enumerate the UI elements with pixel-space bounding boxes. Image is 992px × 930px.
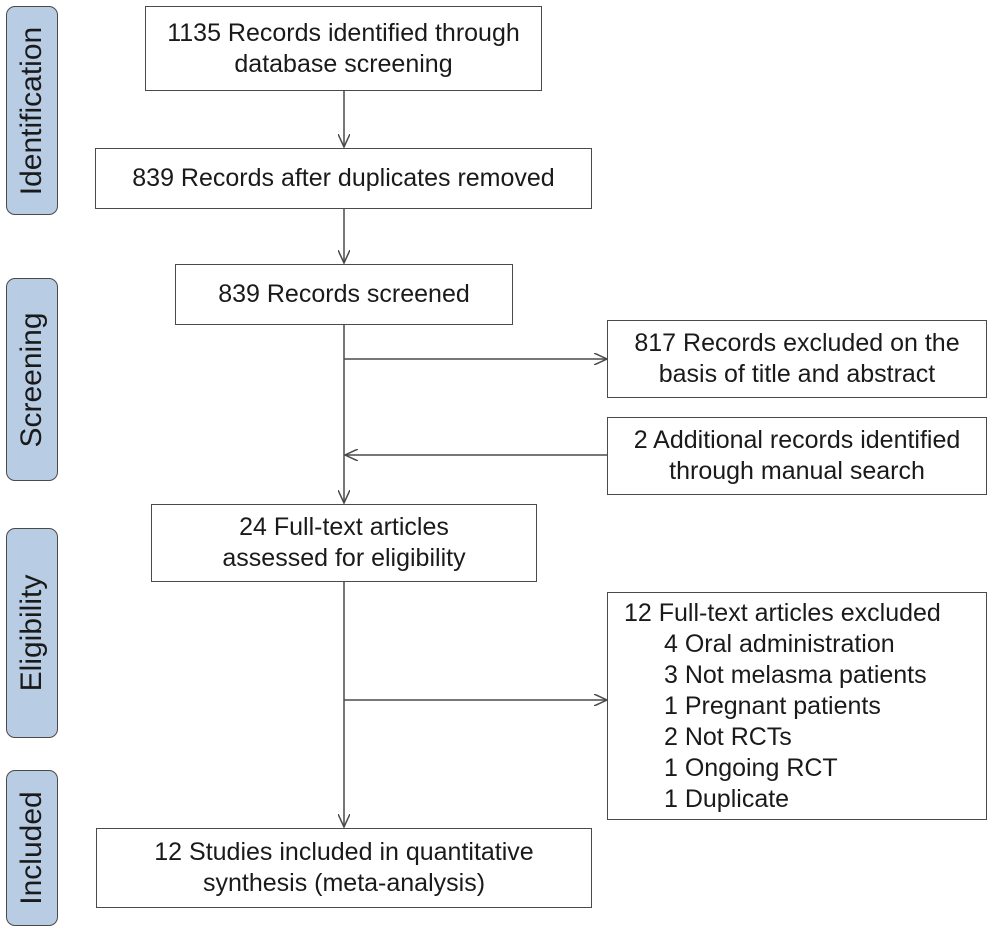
exclusion-reason: 1 Duplicate <box>664 784 790 813</box>
box-line: assessed for eligibility <box>222 544 466 572</box>
box-additional-records: 2 Additional records identified through … <box>607 417 987 495</box>
excluded-heading: 12 Full-text articles excluded <box>624 598 941 627</box>
box-line: 2 Additional records identified <box>633 426 961 454</box>
exclusion-reason: 4 Oral administration <box>664 629 895 658</box>
box-full-text-excluded: 12 Full-text articles excluded 4 Oral ad… <box>607 592 987 820</box>
box-full-text-assessed: 24 Full-text articles assessed for eligi… <box>151 504 537 582</box>
box-records-screened: 839 Records screened <box>175 264 513 325</box>
exclusion-reason: 3 Not melasma patients <box>664 660 927 689</box>
box-line: 839 Records screened <box>218 280 470 308</box>
box-line: through manual search <box>669 457 925 485</box>
phase-label: Identification <box>15 26 48 195</box>
box-line: 817 Records excluded on the <box>634 329 960 357</box>
phase-screening: Screening <box>6 278 58 481</box>
box-records-excluded: 817 Records excluded on the basis of tit… <box>607 320 987 398</box>
box-line: synthesis (meta-analysis) <box>202 869 486 897</box>
box-studies-included: 12 Studies included in quantitative synt… <box>96 828 592 908</box>
exclusion-reason: 2 Not RCTs <box>664 722 792 751</box>
box-line: 24 Full-text articles <box>239 513 449 541</box>
box-line: database screening <box>234 49 453 78</box>
box-line: basis of title and abstract <box>658 360 936 388</box>
exclusion-reason: 1 Pregnant patients <box>664 691 881 720</box>
phase-included: Included <box>6 770 58 926</box>
exclusion-reason: 1 Ongoing RCT <box>664 753 838 782</box>
box-line: 12 Studies included in quantitative <box>154 838 534 866</box>
box-line: 1135 Records identified through <box>167 18 520 47</box>
phase-label: Included <box>15 791 48 905</box>
box-records-identified: 1135 Records identified through database… <box>145 6 542 91</box>
box-line: 839 Records after duplicates removed <box>132 164 555 192</box>
phase-identification: Identification <box>6 6 58 215</box>
phase-label: Eligibility <box>15 574 48 692</box>
phase-label: Screening <box>15 311 48 448</box>
box-records-after-duplicates: 839 Records after duplicates removed <box>95 148 592 209</box>
phase-eligibility: Eligibility <box>6 528 58 738</box>
